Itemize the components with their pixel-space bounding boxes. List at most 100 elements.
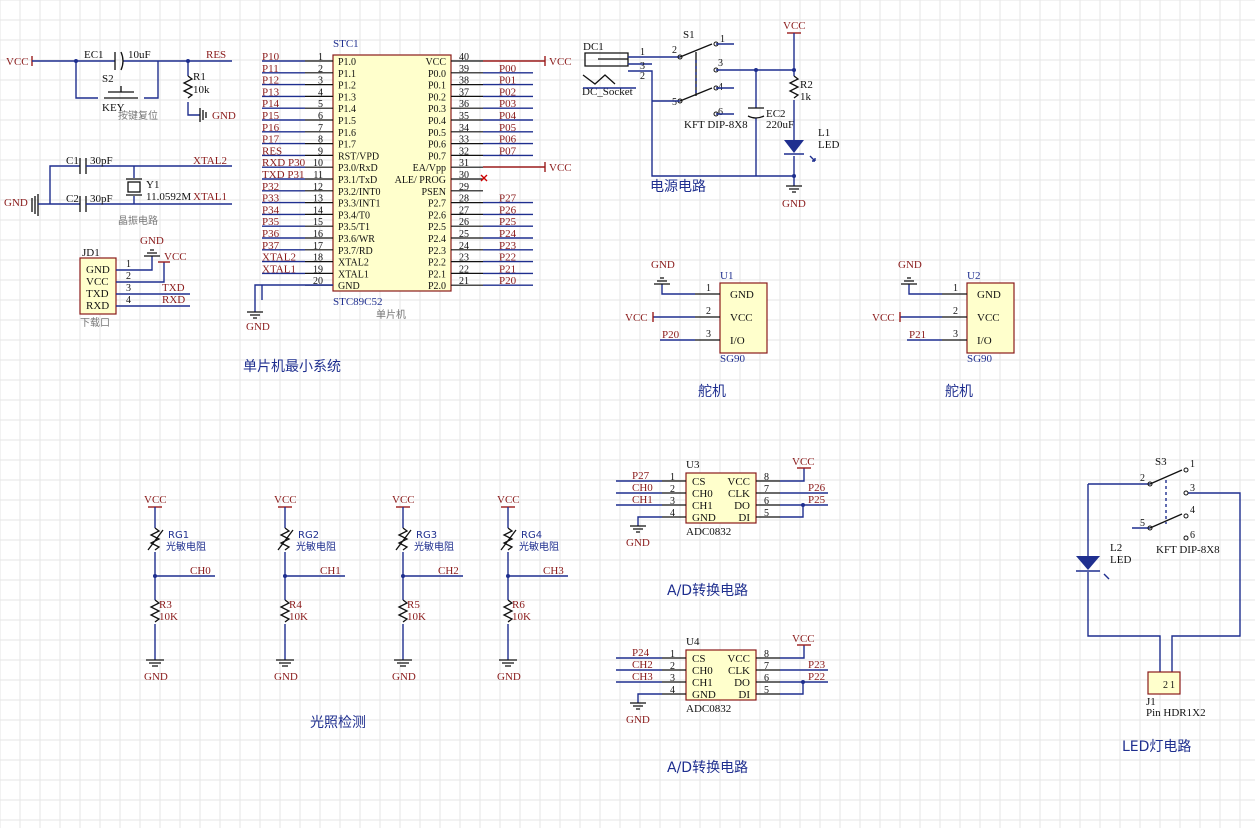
svg-text:2: 2 <box>1140 473 1145 484</box>
mcu-pin-name: P1.6 <box>338 128 356 139</box>
mcu-pin-name: P0.0 <box>428 69 446 80</box>
svg-text:3: 3 <box>670 673 675 684</box>
adc-pin-left: CH1 <box>692 677 713 689</box>
adc-ref: U3 <box>686 459 700 471</box>
mcu-left-net: P35 <box>262 216 280 228</box>
rg-desc: 光敏电阻 <box>414 540 454 553</box>
mcu-right-net: P03 <box>499 98 517 110</box>
mcu-left-net: P36 <box>262 228 280 240</box>
mcu-pin-num: 8 <box>318 135 323 146</box>
r2-val: 1k <box>800 91 812 103</box>
mcu-left-net: P16 <box>262 122 280 134</box>
svg-text:5: 5 <box>764 685 769 696</box>
adc-caption: A/D转换电路 <box>667 759 748 776</box>
rg-ref: RG3 <box>416 530 437 541</box>
pwr-vcc: VCC <box>783 20 806 32</box>
servo-signal: P20 <box>662 329 680 341</box>
jd1-pin-gnd: GND <box>86 264 110 276</box>
svg-text:8: 8 <box>764 472 769 483</box>
rg-desc: 光敏电阻 <box>296 540 336 553</box>
mcu-pin-name: VCC <box>425 57 446 68</box>
svg-text:6: 6 <box>764 673 769 684</box>
mcu-pin-name: ALE/ PROG <box>395 175 446 186</box>
adc-gnd: GND <box>626 537 650 549</box>
dc1-p2: 2 <box>640 71 645 82</box>
mcu-pin-num: 24 <box>459 241 469 252</box>
mcu-left-net: P12 <box>262 75 279 87</box>
led-circuit: S3 2 1 3 4 5 6 KFT DIP-8X8 L2 LED 2 1 J1… <box>1076 456 1241 755</box>
svg-text:1: 1 <box>720 34 725 45</box>
mcu-gnd: GND <box>246 321 270 333</box>
res-net: RES <box>206 49 226 61</box>
adc-clk-net: P23 <box>808 659 826 671</box>
download-port: JD1 GND VCC TXD RXD 1 2 3 4 GND VCC TXD … <box>79 235 190 329</box>
adc-pin-left: CH0 <box>692 665 713 677</box>
adc-pin-left: CS <box>692 476 705 488</box>
mcu-pin-name: P0.6 <box>428 140 446 151</box>
mcu-pin-name: EA/Vpp <box>413 163 446 174</box>
l1-led: LED <box>818 139 839 151</box>
c2-val: 30pF <box>90 193 113 205</box>
sensor-net: CH0 <box>190 565 211 577</box>
power-circuit: DC1 1 3 2 DC_Socket S1 2 1 3 4 5 6 KFT D… <box>582 20 839 210</box>
mcu-pin-name: P3.5/T1 <box>338 222 370 233</box>
ec1-val: 10uF <box>128 49 151 61</box>
jd1-pin-rxd: RXD <box>86 300 109 312</box>
svg-text:1: 1 <box>1190 459 1195 470</box>
c1-val: 30pF <box>90 155 113 167</box>
y1-ref: Y1 <box>146 179 159 191</box>
r-ref: R5 <box>407 599 420 611</box>
j1-ref: J1 <box>1146 696 1156 708</box>
mcu-pin-num: 17 <box>313 241 323 252</box>
xtal1-net: XTAL1 <box>193 191 227 203</box>
svg-text:1: 1 <box>1170 680 1175 691</box>
dc1-ref: DC1 <box>583 41 604 53</box>
adc-pin-right: DI <box>738 689 750 701</box>
mcu-pin-name: XTAL1 <box>338 269 369 280</box>
jd1-n4: 4 <box>126 295 131 306</box>
jd1-txd: TXD <box>162 282 185 294</box>
servo-gnd: GND <box>898 259 922 271</box>
adc-pin-right: CLK <box>728 665 750 677</box>
servo-pin: GND <box>730 289 754 301</box>
r-ref: R3 <box>159 599 172 611</box>
jd1-ref: JD1 <box>82 247 100 259</box>
mcu-pin-num: 3 <box>318 76 323 87</box>
c2-ref: C2 <box>66 193 79 205</box>
mcu-pin-num: 30 <box>459 170 469 181</box>
sensor-vcc: VCC <box>144 494 167 506</box>
adc-dio-net: P25 <box>808 494 826 506</box>
mcu-pin-num: 15 <box>313 217 323 228</box>
jd1-gnd: GND <box>140 235 164 247</box>
adc-ch1-net: CH3 <box>632 671 653 683</box>
c1-ref: C1 <box>66 155 79 167</box>
adc-pin-right: DI <box>738 512 750 524</box>
mcu-pin-num: 22 <box>459 264 469 275</box>
svg-text:2: 2 <box>670 484 675 495</box>
adc-vcc: VCC <box>792 456 815 468</box>
adc-caption: A/D转换电路 <box>667 582 748 599</box>
mcu-right-net: P24 <box>499 228 517 240</box>
mcu-pin-num: 29 <box>459 182 469 193</box>
rg-desc: 光敏电阻 <box>166 540 206 553</box>
mcu-right-net: P21 <box>499 263 516 275</box>
mcu-pin-name: P3.1/TxD <box>338 175 377 186</box>
mcu-pin-name: P3.0/RxD <box>338 163 378 174</box>
adc-pin-right: CLK <box>728 488 750 500</box>
sensor-gnd: GND <box>144 671 168 683</box>
adc-vcc: VCC <box>792 633 815 645</box>
mcu-pin-num: 31 <box>459 158 469 169</box>
led-caption: LED灯电路 <box>1122 739 1191 755</box>
rg-ref: RG2 <box>298 530 319 541</box>
crystal-desc: 晶振电路 <box>118 214 158 227</box>
mcu-pin-name: P2.1 <box>428 269 446 280</box>
adc-clk-net: P26 <box>808 482 826 494</box>
adc-ch0-net: CH0 <box>632 482 653 494</box>
s3-ref: S3 <box>1155 456 1167 468</box>
mcu-left-net: P37 <box>262 240 280 252</box>
mcu-left-net: TXD P31 <box>262 169 304 181</box>
servo-gnd: GND <box>651 259 675 271</box>
